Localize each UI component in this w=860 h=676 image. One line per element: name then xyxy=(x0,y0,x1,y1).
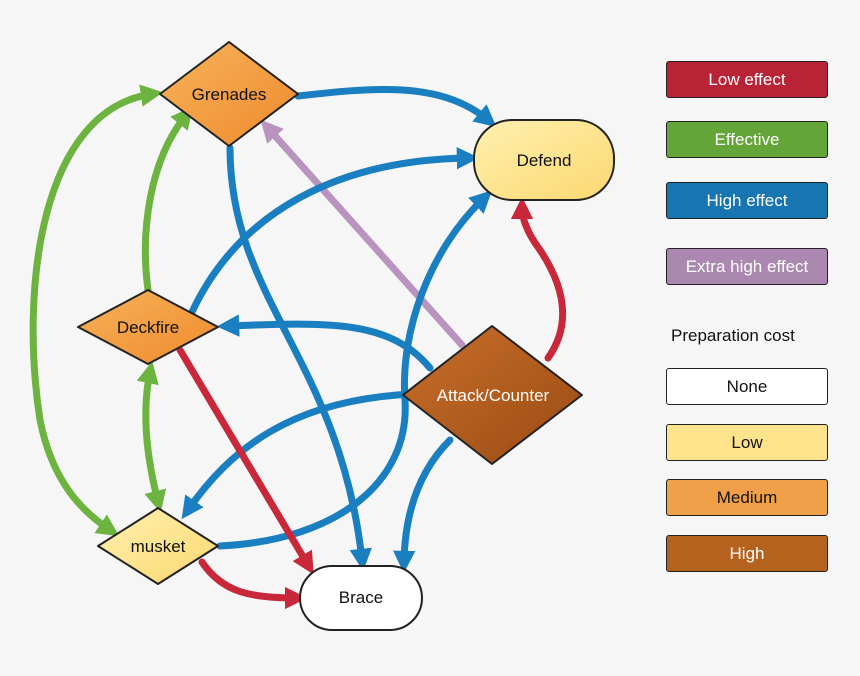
edge-deckfire-musket xyxy=(136,361,167,513)
edge-grenades-defend xyxy=(294,85,497,128)
node-brace: Brace xyxy=(299,565,423,631)
edge-musket-brace xyxy=(198,558,308,610)
legend-cost-none: None xyxy=(666,368,828,405)
edge-deckfire-grenades xyxy=(141,106,193,294)
legend-low-effect: Low effect xyxy=(666,61,828,98)
legend-effective: Effective xyxy=(666,121,828,158)
node-defend: Defend xyxy=(473,119,615,201)
edge-deckfire-defend xyxy=(188,146,480,316)
edge-deckfire-brace xyxy=(176,346,314,575)
legend-cost-medium-label: Medium xyxy=(716,487,778,507)
node-grenades-label: Grenades xyxy=(192,85,267,104)
legend-cost-none-label: None xyxy=(726,376,768,396)
legend-high-effect-label: High effect xyxy=(706,190,788,210)
legend-cost-heading: Preparation cost xyxy=(671,326,795,345)
edge-attack-brace xyxy=(393,436,454,574)
node-attack-counter: Attack/Counter xyxy=(402,325,583,465)
legend-effective-label: Effective xyxy=(714,129,780,149)
edge-grenades-musket xyxy=(29,84,164,537)
legend-cost-high-label: High xyxy=(729,543,765,563)
edge-attack-grenades xyxy=(260,119,466,349)
edge-musket-defend xyxy=(216,190,493,550)
legend-extra-high-effect-label: Extra high effect xyxy=(685,256,809,276)
edge-attack-defend xyxy=(510,196,567,362)
node-grenades: Grenades xyxy=(159,41,299,147)
edge-grenades-brace xyxy=(226,144,372,572)
node-brace-label: Brace xyxy=(339,588,383,607)
legend-cost-medium: Medium xyxy=(666,479,828,516)
legend-cost-high: High xyxy=(666,535,828,572)
legend-cost-low: Low xyxy=(666,424,828,461)
legend-high-effect: High effect xyxy=(666,182,828,219)
node-musket: musket xyxy=(97,507,219,585)
legend-cost-low-label: Low xyxy=(731,432,763,452)
node-defend-label: Defend xyxy=(517,151,572,170)
legend-low-effect-label: Low effect xyxy=(708,69,786,89)
edge-attack-deckfire xyxy=(216,314,434,372)
node-deckfire-label: Deckfire xyxy=(117,318,179,337)
legend-extra-high-effect: Extra high effect xyxy=(666,248,828,285)
node-attack-counter-label: Attack/Counter xyxy=(437,386,550,405)
node-deckfire: Deckfire xyxy=(77,289,219,365)
node-musket-label: musket xyxy=(131,537,186,556)
edge-attack-musket xyxy=(181,390,416,520)
